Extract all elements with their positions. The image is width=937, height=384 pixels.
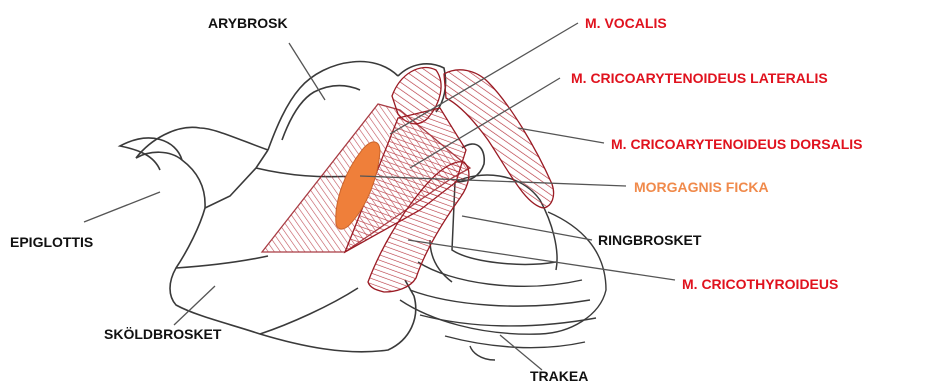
leader-epiglottis — [84, 192, 160, 222]
leader-skoldbrosket — [174, 286, 215, 325]
label-m-cricoarytenoideus-dorsalis: M. CRICOARYTENOIDEUS DORSALIS — [611, 136, 863, 152]
label-arybrosk: ARYBROSK — [208, 15, 288, 31]
label-m-cricothyroideus: M. CRICOTHYROIDEUS — [682, 276, 838, 292]
leader-m-cricoarytenoideus-dorsalis — [518, 128, 604, 143]
label-ringbrosket: RINGBROSKET — [598, 232, 701, 248]
leader-trakea — [500, 335, 542, 370]
label-skoldbrosket: SKÖLDBROSKET — [104, 326, 221, 342]
label-m-vocalis: M. VOCALIS — [585, 15, 667, 31]
label-morgagnis-ficka: MORGAGNIS FICKA — [634, 179, 769, 195]
label-epiglottis: EPIGLOTTIS — [10, 234, 93, 250]
label-trakea: TRAKEA — [530, 368, 588, 384]
label-m-cricoarytenoideus-lateralis: M. CRICOARYTENOIDEUS LATERALIS — [571, 70, 828, 86]
leader-ringbrosket — [462, 216, 592, 240]
